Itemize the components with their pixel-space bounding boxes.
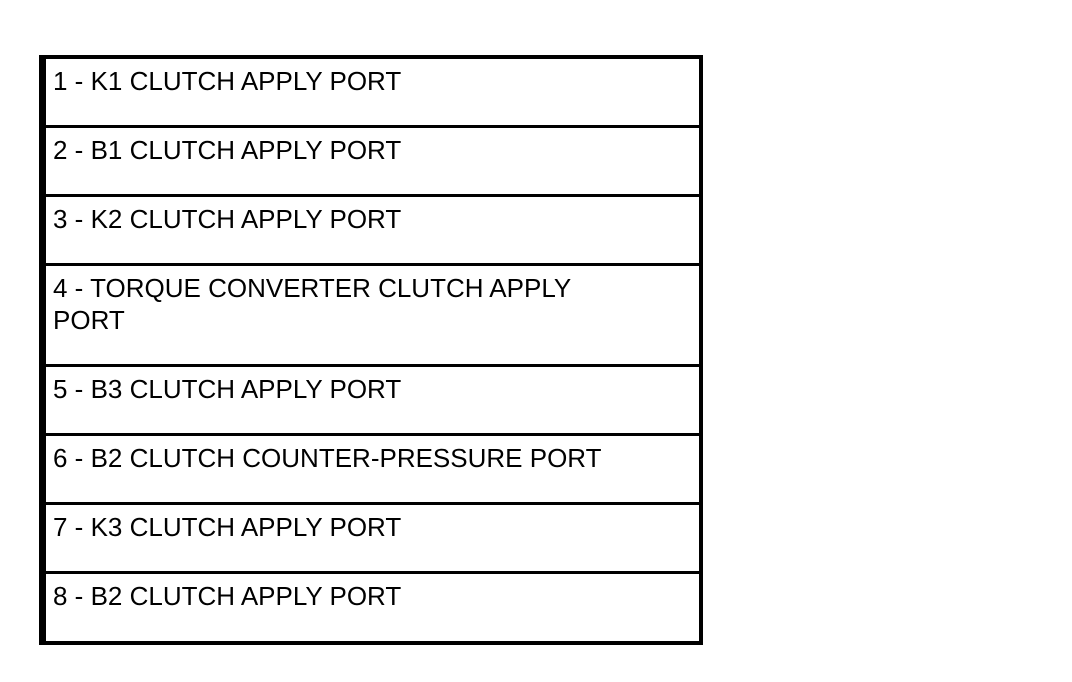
legend-row-1: 1 - K1 CLUTCH APPLY PORT [43,59,699,128]
legend-row-8: 8 - B2 CLUTCH APPLY PORT [43,574,699,641]
legend-row-5: 5 - B3 CLUTCH APPLY PORT [43,367,699,436]
legend-row-2: 2 - B1 CLUTCH APPLY PORT [43,128,699,197]
legend-row-4: 4 - TORQUE CONVERTER CLUTCH APPLY PORT [43,266,699,367]
legend-label-5: 5 - B3 CLUTCH APPLY PORT [53,374,402,404]
legend-label-1: 1 - K1 CLUTCH APPLY PORT [53,66,402,96]
legend-table: 1 - K1 CLUTCH APPLY PORT 2 - B1 CLUTCH A… [39,55,703,645]
legend-row-3: 3 - K2 CLUTCH APPLY PORT [43,197,699,266]
legend-label-6: 6 - B2 CLUTCH COUNTER-PRESSURE PORT [53,443,602,473]
legend-row-6: 6 - B2 CLUTCH COUNTER-PRESSURE PORT [43,436,699,505]
legend-label-3: 3 - K2 CLUTCH APPLY PORT [53,204,402,234]
legend-label-8: 8 - B2 CLUTCH APPLY PORT [53,581,402,611]
legend-row-7: 7 - K3 CLUTCH APPLY PORT [43,505,699,574]
legend-label-4: 4 - TORQUE CONVERTER CLUTCH APPLY PORT [53,273,571,335]
legend-label-7: 7 - K3 CLUTCH APPLY PORT [53,512,402,542]
legend-label-2: 2 - B1 CLUTCH APPLY PORT [53,135,402,165]
